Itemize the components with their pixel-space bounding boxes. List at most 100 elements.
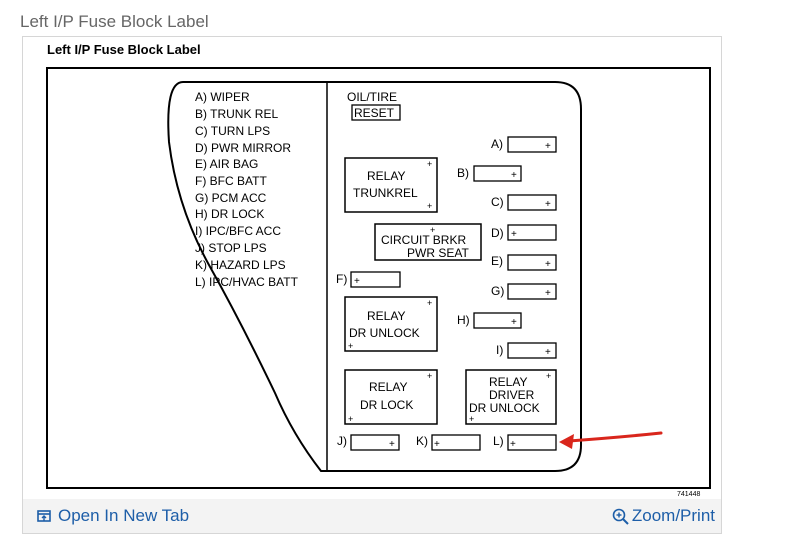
plus-sign: + <box>354 276 360 287</box>
fuse-d: D) + <box>491 224 557 241</box>
fuse-a-slot <box>507 136 557 153</box>
plus-sign: + <box>511 170 517 181</box>
zoom-in-icon <box>612 508 629 525</box>
plus-sign: + <box>511 317 517 328</box>
relay-driver-dr-unlock <box>465 369 557 425</box>
fuse-j-label: J) <box>337 434 347 448</box>
relay-driver-line3: DR UNLOCK <box>469 401 540 415</box>
legend-item-h: H) DR LOCK <box>195 207 264 221</box>
legend-item-l: L) IPC/HVAC BATT <box>195 275 299 289</box>
arrow-head <box>559 434 574 449</box>
fuse-l: L) + <box>493 434 557 451</box>
fuse-c-slot <box>507 194 557 211</box>
plus-sign: + <box>510 439 516 450</box>
circuit-breaker <box>374 223 482 261</box>
fuse-b: B) + <box>457 165 522 182</box>
fuse-c-label: C) <box>491 195 504 209</box>
relay-dr-unlock-line1: RELAY <box>367 309 405 323</box>
plus-sign: + <box>545 141 551 152</box>
open-new-tab-icon <box>36 508 52 524</box>
plus-sign: + <box>427 298 432 308</box>
reset-button-box <box>351 104 401 121</box>
relay-dr-unlock <box>344 296 438 352</box>
fuse-h-label: H) <box>457 313 470 327</box>
relay-dr-lock-line1: RELAY <box>369 380 407 394</box>
plus-sign: + <box>348 414 353 424</box>
legend-list: A) WIPER B) TRUNK REL C) TURN LPS D) PWR… <box>195 90 299 289</box>
legend-item-g: G) PCM ACC <box>195 191 267 205</box>
legend-item-k: K) HAZARD LPS <box>195 258 286 272</box>
oil-tire-label: OIL/TIRE <box>347 90 397 104</box>
fuse-a-label: A) <box>491 137 503 151</box>
relay-dr-unlock-line2: DR UNLOCK <box>349 326 420 340</box>
plus-sign: + <box>545 347 551 358</box>
plus-sign: + <box>545 199 551 210</box>
annotation-arrow <box>559 431 663 449</box>
zoom-print-label: Zoom/Print <box>631 506 715 525</box>
plus-sign: + <box>469 414 474 424</box>
plus-sign: + <box>389 439 395 450</box>
plus-sign: + <box>546 371 551 381</box>
fuse-i-slot <box>507 342 557 359</box>
fuse-a: A) + <box>491 136 557 153</box>
fuse-l-label: L) <box>493 434 504 448</box>
legend-item-i: I) IPC/BFC ACC <box>195 224 281 238</box>
fuse-c: C) + <box>491 194 557 211</box>
figure-number: 741448 <box>677 491 700 498</box>
plus-sign: + <box>434 439 440 450</box>
figure-heading: Left I/P Fuse Block Label <box>47 42 201 57</box>
fuse-e-slot <box>507 254 557 271</box>
legend-item-f: F) BFC BATT <box>195 174 267 188</box>
plus-sign: + <box>430 225 435 235</box>
relay-driver-line2: DRIVER <box>489 388 535 402</box>
fuse-j: J) + <box>337 434 400 451</box>
legend-item-j: J) STOP LPS <box>195 241 267 255</box>
plus-sign: + <box>427 159 432 169</box>
fuse-k: K) + <box>416 434 481 451</box>
legend-item-a: A) WIPER <box>195 90 250 104</box>
fuse-d-slot <box>507 224 557 241</box>
circuit-breaker-line1: CIRCUIT BRKR <box>381 233 466 247</box>
fuse-j-slot <box>350 434 400 451</box>
fuse-h: H) + <box>457 312 522 329</box>
fuse-i-label: I) <box>496 343 503 357</box>
fuse-l-slot <box>507 434 557 451</box>
fuse-d-label: D) <box>491 226 504 240</box>
legend-item-c: C) TURN LPS <box>195 124 270 138</box>
relay-driver-line1: RELAY <box>489 375 527 389</box>
fuse-block-outline <box>167 81 582 472</box>
fuse-diagram-image[interactable]: Left I/P Fuse Block Label A) WIPER B) TR… <box>23 37 721 499</box>
legend-item-d: D) PWR MIRROR <box>195 141 291 155</box>
fuse-g-slot <box>507 283 557 300</box>
zoom-print-link[interactable]: Zoom/Print <box>612 506 715 526</box>
arrow-shaft <box>567 431 663 443</box>
reset-label: RESET <box>354 106 395 120</box>
fuse-e: E) + <box>491 254 557 271</box>
relay-trunkrel <box>344 157 438 213</box>
open-in-new-tab-label: Open In New Tab <box>58 506 190 525</box>
fuse-h-slot <box>473 312 522 329</box>
fuse-g: G) + <box>491 283 557 300</box>
fuse-e-label: E) <box>491 254 503 268</box>
legend-item-e: E) AIR BAG <box>195 157 258 171</box>
fuse-b-slot <box>473 165 522 182</box>
open-in-new-tab-link[interactable]: Open In New Tab <box>36 506 189 526</box>
circuit-breaker-line2: PWR SEAT <box>407 246 469 260</box>
relay-trunkrel-line2: TRUNKREL <box>353 186 418 200</box>
relay-dr-lock-line2: DR LOCK <box>360 398 413 412</box>
viewer-footer: Open In New Tab Zoom/Print <box>23 499 721 533</box>
fuse-k-slot <box>431 434 481 451</box>
fuse-diagram-svg: Left I/P Fuse Block Label A) WIPER B) TR… <box>46 42 711 498</box>
plus-sign: + <box>545 259 551 270</box>
plus-sign: + <box>427 201 432 211</box>
fuse-i: I) + <box>496 342 557 359</box>
relay-trunkrel-line1: RELAY <box>367 169 405 183</box>
fuse-g-label: G) <box>491 284 504 298</box>
fuse-f-label: F) <box>336 272 347 286</box>
plus-sign: + <box>545 288 551 299</box>
fuse-b-label: B) <box>457 166 469 180</box>
plus-sign: + <box>511 229 517 240</box>
fuse-f-slot <box>350 271 401 288</box>
legend-item-b: B) TRUNK REL <box>195 107 278 121</box>
fuse-k-label: K) <box>416 434 428 448</box>
